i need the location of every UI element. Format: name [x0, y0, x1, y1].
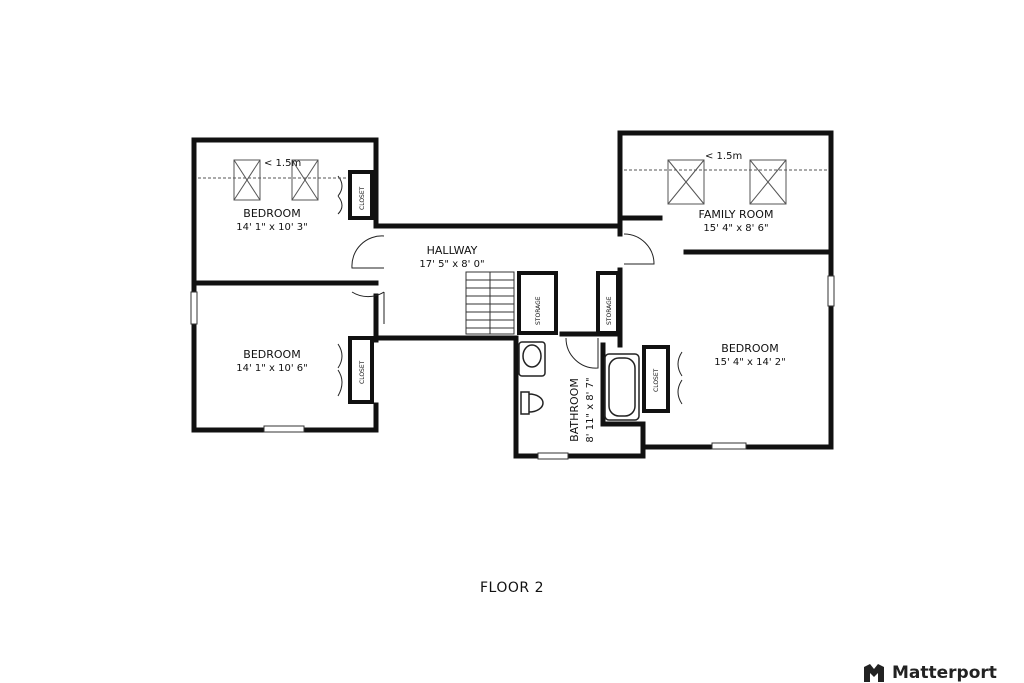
room-dims-bedroom-right: 15' 4" x 14' 2": [714, 357, 786, 368]
sink: [518, 341, 546, 377]
room-name-bathroom: BATHROOM: [568, 378, 581, 442]
storage-label: STORAGE: [535, 296, 542, 325]
floor-label: FLOOR 2: [480, 580, 544, 596]
window: [711, 442, 747, 450]
closet-top-left: [348, 170, 374, 220]
low-ceiling-note: < 1.5m: [264, 158, 301, 169]
wall-hallway: [373, 223, 623, 341]
stairs: [465, 271, 515, 335]
wall-bathroom: [513, 335, 646, 459]
skylight: [291, 159, 319, 201]
door-swing: [623, 233, 655, 265]
matterport-logo-icon: [864, 664, 884, 682]
skylight: [233, 159, 261, 201]
door-swing: [337, 343, 343, 397]
room-dims-family-room: 15' 4" x 8' 6": [703, 223, 768, 234]
storage-right: [596, 271, 620, 335]
room-dims-bathroom: 8' 11" x 8' 7": [585, 377, 596, 442]
closet-label: CLOSET: [359, 360, 366, 384]
room-name-bedroom-bottom-left: BEDROOM: [243, 348, 300, 361]
bathtub-inner: [608, 357, 636, 417]
room-name-bedroom-top-left: BEDROOM: [243, 207, 300, 220]
window: [537, 452, 569, 460]
room-dims-hallway: 17' 5" x 8' 0": [419, 259, 484, 270]
window: [827, 275, 835, 307]
room-name-hallway: HALLWAY: [427, 244, 478, 257]
room-dims-bedroom-bottom-left: 14' 1" x 10' 6": [236, 363, 308, 374]
skylight: [749, 159, 787, 205]
closet-label: CLOSET: [359, 186, 366, 210]
brand-logo: Matterport: [862, 663, 997, 683]
sink-basin: [522, 344, 542, 368]
room-name-bedroom-right: BEDROOM: [721, 342, 778, 355]
room-name-family-room: FAMILY ROOM: [699, 208, 774, 221]
room-dims-bedroom-top-left: 14' 1" x 10' 3": [236, 222, 308, 233]
window: [263, 425, 305, 433]
door-swing: [677, 351, 683, 405]
door-swing: [351, 235, 385, 269]
brand-name: Matterport: [892, 663, 997, 683]
toilet: [520, 391, 544, 415]
door-swing: [565, 337, 599, 369]
closet-right: [642, 345, 670, 413]
wall-right-block: [617, 130, 834, 450]
storage-left: [517, 271, 558, 335]
closet-label: CLOSET: [653, 368, 660, 392]
bathtub: [604, 353, 640, 421]
closet-bottom-left: [348, 336, 374, 404]
wall-family-room: [620, 215, 834, 255]
skylight: [667, 159, 705, 205]
window: [190, 291, 198, 325]
door-swing: [351, 291, 385, 324]
storage-label: STORAGE: [606, 296, 613, 325]
door-swing: [337, 175, 343, 215]
low-ceiling-note: < 1.5m: [705, 151, 742, 162]
